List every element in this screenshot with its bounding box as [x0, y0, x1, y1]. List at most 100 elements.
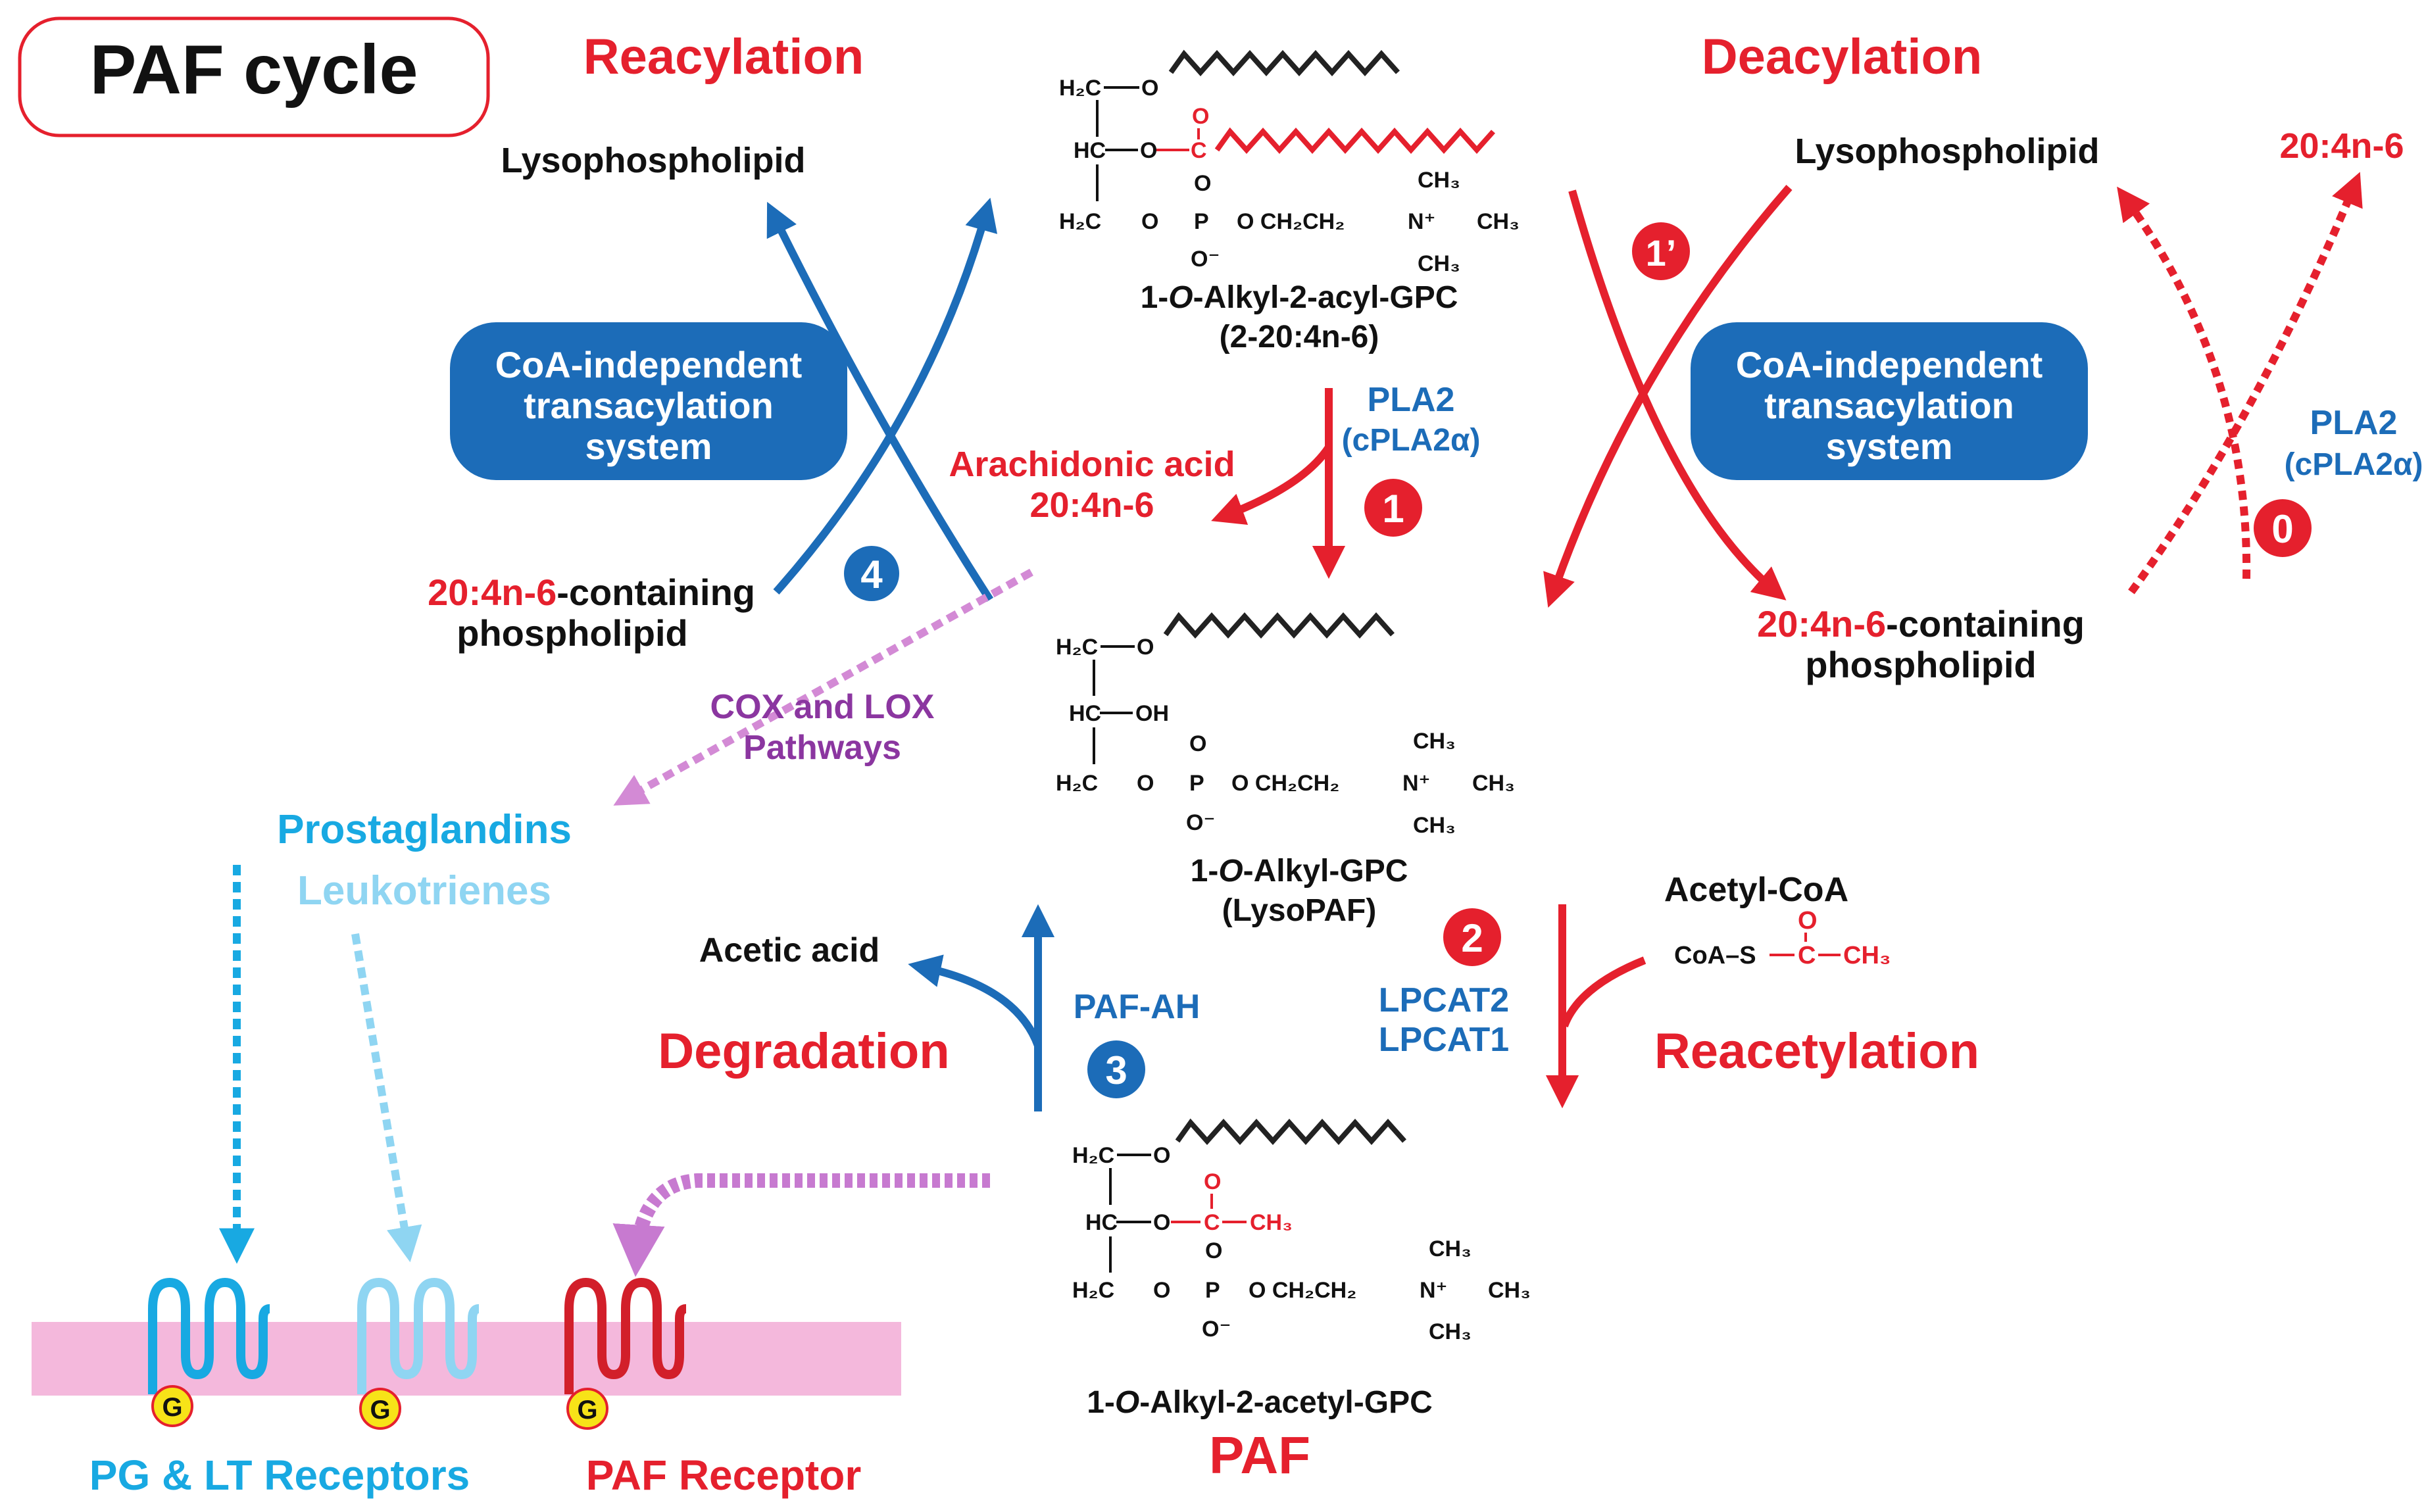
lpcat1-label: LPCAT1: [1379, 1021, 1509, 1059]
heading-reacetylation: Reacetylation: [1654, 1023, 1979, 1079]
step-2-badge: [1443, 908, 1501, 966]
right-arrow-to-aa-pl: [1568, 189, 1787, 600]
mol3-p-ominus: O⁻: [1202, 1317, 1231, 1342]
g-protein-paf: [566, 1388, 608, 1430]
mol2-name: 1-O-Alkyl-GPC: [1191, 854, 1408, 889]
mol2-o-top: O: [1137, 635, 1154, 660]
left-coa-box-line3: system: [585, 426, 712, 467]
right-arrow-to-lysopaf: [1543, 185, 1793, 608]
mol2-ch3-top: CH₃: [1413, 729, 1456, 754]
mol1-carbonyl-o: O: [1192, 104, 1209, 129]
right-lysophospholipid: Lysophospholipid: [1795, 132, 2100, 171]
center-pla2: PLA2: [1368, 381, 1455, 419]
acetyl-coa-o: O: [1798, 907, 1818, 935]
center-aa-code: 20:4n-6: [1029, 485, 1154, 525]
acetyl-coa-ch3: CH₃: [1843, 942, 1891, 969]
right-coa-box-line2: transacylation: [1764, 385, 2014, 426]
right-coa-box-line1: CoA-independent: [1736, 344, 2043, 385]
mol3-p-oxo: O: [1205, 1238, 1222, 1263]
mol1-ch3-top: CH₃: [1418, 168, 1460, 193]
pg-receptor: [148, 1277, 270, 1394]
paf-receptor-label: PAF Receptor: [586, 1451, 861, 1499]
mol1-p-oxo: O: [1194, 171, 1211, 196]
step-4-badge: [844, 546, 899, 601]
step-1-badge: [1364, 479, 1422, 537]
mol1-hc: HC: [1074, 138, 1106, 163]
mol1-o-phos: O: [1141, 209, 1158, 234]
pg-receptor-helices: [148, 1277, 270, 1394]
g-protein-lt-label: G: [370, 1396, 390, 1425]
mol3-h2c-top: H₂C: [1072, 1143, 1114, 1168]
cox-lox-dashed-arrow: [613, 568, 1033, 806]
paf-receptor: [564, 1277, 687, 1394]
cox-lox-line1: COX and LOX: [710, 688, 935, 726]
mol1-p: P: [1194, 209, 1209, 234]
cell-membrane: [32, 1322, 901, 1396]
right-cpla2-label: (cPLA2α): [2285, 447, 2423, 482]
cox-lox-line2: Pathways: [743, 729, 901, 767]
mol2-nplus: N⁺: [1402, 771, 1431, 796]
prostaglandins-label: Prostaglandins: [277, 807, 572, 852]
g-protein-lt: [359, 1388, 401, 1430]
step-1prime-label: 1’: [1646, 232, 1677, 274]
title-box: [18, 16, 490, 137]
mol3-carbonyl-o: O: [1204, 1169, 1221, 1194]
mol3-nplus: N⁺: [1420, 1278, 1448, 1303]
mol2-alkyl-chain: [1163, 612, 1395, 639]
g-protein-pg: [151, 1385, 193, 1427]
step-1prime-badge: [1632, 222, 1690, 280]
mol2-ch3-right: CH₃: [1472, 771, 1515, 796]
molecule-alkyl-acyl-gpc: H₂C O HC O O C H₂C O P O O⁻ O CH₂CH₂ N⁺ …: [1059, 49, 1520, 276]
mol3-h2c-bottom: H₂C: [1072, 1278, 1114, 1303]
mol1-nplus: N⁺: [1408, 209, 1436, 234]
step1-aa-branch: [1211, 445, 1332, 525]
mol3-o-phos: O: [1153, 1278, 1170, 1303]
mol2-hc: HC: [1069, 701, 1101, 726]
left-coa-box-line2: transacylation: [524, 385, 774, 426]
mol2-p-oxo: O: [1189, 731, 1206, 756]
mol2-ethyl: O CH₂CH₂: [1231, 771, 1339, 796]
lt-receptor: [357, 1277, 480, 1394]
mol3-carbonyl-c: C: [1204, 1210, 1220, 1235]
acetyl-coa-c: C: [1798, 942, 1816, 969]
mol2-p-ominus: O⁻: [1186, 810, 1215, 835]
mol3-p: P: [1205, 1278, 1220, 1303]
center-cpla2: (cPLA2α): [1342, 423, 1481, 458]
heading-reacylation: Reacylation: [583, 29, 864, 85]
left-phospholipid: phospholipid: [457, 612, 687, 654]
molecule-paf: H₂C O HC O C O CH₃ H₂C O P O O⁻ O CH₂CH₂…: [1072, 1118, 1531, 1344]
heading-deacylation: Deacylation: [1702, 29, 1983, 85]
right-fa-product: 20:4n-6: [2279, 126, 2404, 166]
leukotrienes-label: Leukotrienes: [297, 868, 551, 914]
acetic-acid-label: Acetic acid: [699, 931, 880, 969]
mol3-name: 1-O-Alkyl-2-acetyl-GPC: [1087, 1385, 1433, 1420]
step-0-badge: [2254, 499, 2312, 557]
left-lysophospholipid: Lysophospholipid: [501, 141, 806, 180]
right-pla2-label: PLA2: [2310, 404, 2398, 442]
mol2-o-phos: O: [1137, 771, 1154, 796]
step-4-label: 4: [860, 552, 883, 597]
mol2-p: P: [1189, 771, 1204, 796]
paf-label: PAF: [1209, 1426, 1310, 1484]
acetyl-coa-label: Acetyl-CoA: [1664, 871, 1848, 909]
mol1-p-ominus: O⁻: [1191, 247, 1220, 272]
mol2-oh: OH: [1135, 701, 1169, 726]
mol1-subname: (2-20:4n-6): [1220, 320, 1379, 354]
step-3-label: 3: [1105, 1048, 1127, 1092]
pg-lt-receptors-label: PG & LT Receptors: [89, 1451, 470, 1499]
mol1-o-mid: O: [1140, 138, 1157, 163]
mol3-o-top: O: [1153, 1143, 1170, 1168]
mol3-hc: HC: [1085, 1210, 1118, 1235]
step-3-badge: [1087, 1040, 1145, 1098]
page-title: PAF cycle: [90, 31, 418, 109]
paf-ah-label: PAF-AH: [1074, 988, 1201, 1026]
left-arrow-to-lyso: [766, 201, 994, 602]
right-coa-box: [1691, 322, 2088, 480]
right-coa-box-line3: system: [1825, 426, 1952, 467]
mol2-h2c-top: H₂C: [1056, 635, 1098, 660]
mol3-alkyl-chain: [1175, 1118, 1406, 1146]
step3-acetic-branch: [908, 954, 1042, 1048]
lt-receptor-helices: [357, 1277, 480, 1394]
mol3-ch3-bottom: CH₃: [1429, 1319, 1472, 1344]
